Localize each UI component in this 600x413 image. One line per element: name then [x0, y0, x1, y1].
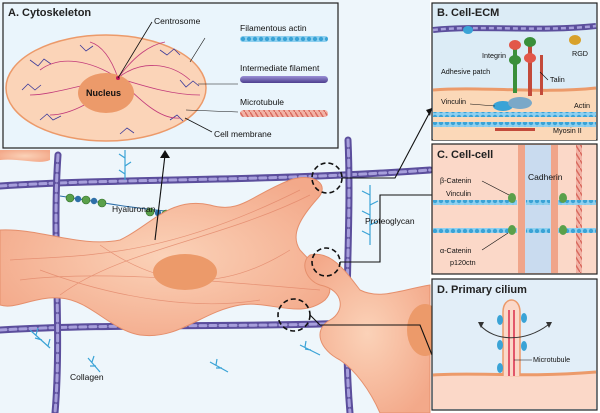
connectors: [154, 107, 433, 356]
fibroblast-nucleus: [153, 254, 217, 290]
panel-b-myosin: Myosin II: [553, 126, 582, 135]
label-collagen: Collagen: [70, 372, 104, 382]
panel-c-p120: p120ctn: [450, 258, 476, 267]
legend-if-swatch: [240, 76, 328, 83]
integrin-right: [524, 37, 536, 96]
panel-c-cell-cell: C. Cell-cell β-Catenin Vinculin Cadherin…: [431, 143, 598, 275]
vinculin-blob: [493, 101, 513, 111]
panel-b-actin: Actin: [574, 101, 590, 110]
panel-b-integrin: Integrin: [482, 51, 506, 60]
panel-c-alpha-catenin: α-Catenin: [440, 246, 471, 255]
panel-b-title: B. Cell-ECM: [437, 7, 499, 19]
integrin-left: [509, 40, 521, 93]
legend-if-label: Intermediate filament: [240, 63, 320, 73]
legend-actin-swatch: [240, 36, 328, 42]
panel-c-vinculin: Vinculin: [446, 189, 471, 198]
panel-a-centrosome-label: Centrosome: [154, 16, 201, 26]
cell-top-left: [0, 150, 50, 162]
panel-b-adhesive-patch: Adhesive patch: [441, 67, 490, 76]
fibroblast-cell: [0, 177, 331, 337]
panel-b-cell-ecm: B. Cell-ECM Integrin RGD Adhesive patch …: [431, 2, 598, 141]
panel-a-title: A. Cytoskeleton: [8, 7, 91, 19]
panel-a-cytoskeleton: A. Cytoskeleton Nucleus Centrosome Cell …: [2, 2, 339, 149]
panel-d-title: D. Primary cilium: [437, 284, 527, 296]
panel-a-nucleus-label: Nucleus: [86, 88, 121, 98]
panel-c-cadherin: Cadherin: [528, 172, 563, 182]
panel-a-membrane-label: Cell membrane: [214, 129, 272, 139]
panel-b-vinculin: Vinculin: [441, 97, 466, 106]
panel-a-actin-network: [21, 44, 200, 135]
legend-mt-swatch: [240, 110, 328, 117]
panel-a-nucleus: [78, 73, 134, 113]
legend-mt-label: Microtubule: [240, 97, 284, 107]
panel-d-microtubule: Microtubule: [533, 355, 570, 364]
label-proteoglycan: Proteoglycan: [365, 216, 415, 226]
panel-a-legend: Filamentous actin Intermediate filament …: [240, 23, 328, 117]
panel-d-primary-cilium: D. Primary cilium Microtubule: [431, 278, 598, 411]
panel-b-rgd: RGD: [572, 49, 588, 58]
proteoglycans: [29, 150, 379, 373]
label-hyaluronan: Hyaluronan: [112, 204, 156, 214]
panel-b-talin: Talin: [550, 75, 565, 84]
legend-actin-label: Filamentous actin: [240, 23, 307, 33]
panel-c-beta-catenin: β-Catenin: [440, 176, 471, 185]
panel-c-title: C. Cell-cell: [437, 149, 493, 161]
